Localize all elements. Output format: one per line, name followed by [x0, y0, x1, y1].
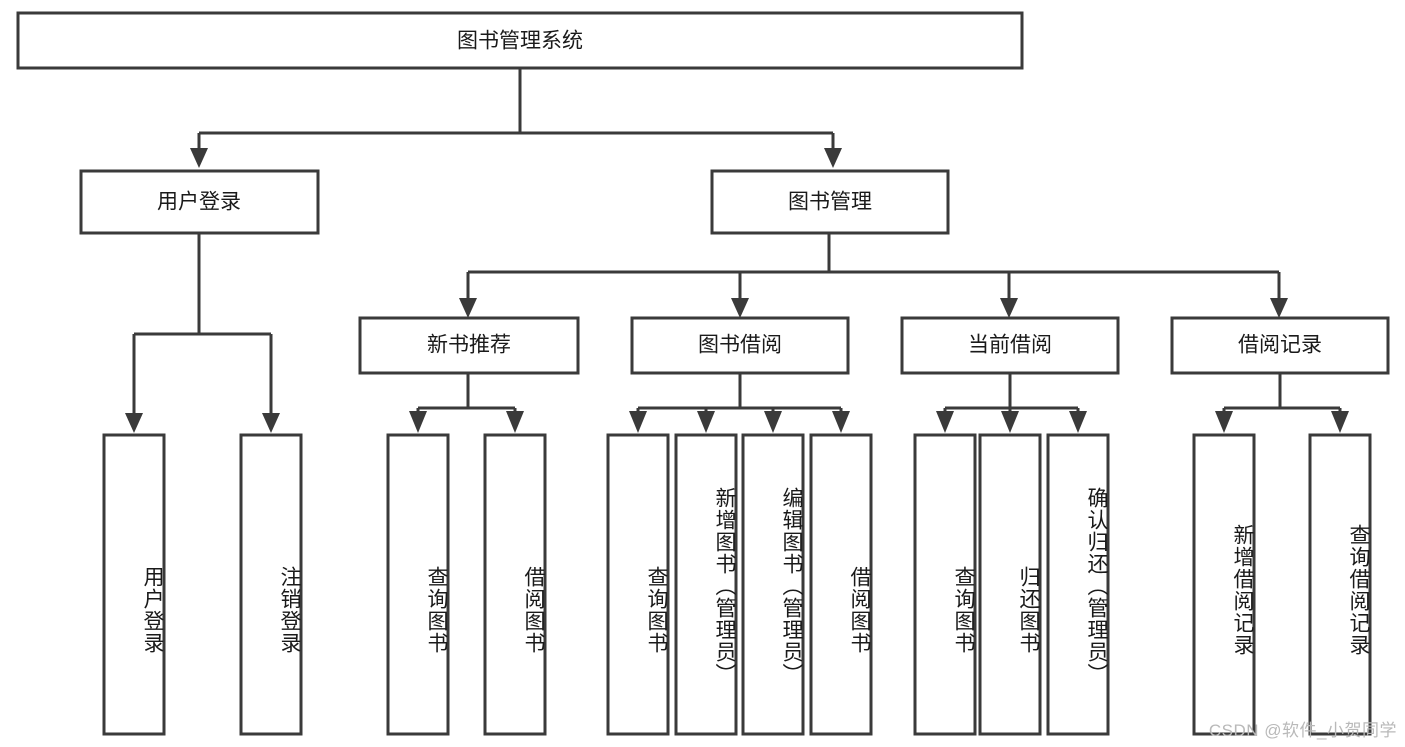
- node-book-management[interactable]: 图书管理: [710, 169, 950, 235]
- node-label-book-borrow: 图书借阅: [698, 334, 782, 357]
- node-book-borrow[interactable]: 图书借阅: [630, 316, 850, 375]
- leaf-box-add-book-admin[interactable]: [674, 433, 738, 736]
- leaf-box-borrow-book-nb[interactable]: [483, 433, 547, 736]
- leaf-box-query-borrow-record[interactable]: [1308, 433, 1372, 736]
- node-box-book-management[interactable]: [710, 169, 950, 235]
- node-user-login[interactable]: 用户登录: [79, 169, 320, 235]
- node-box-root[interactable]: [16, 11, 1024, 70]
- leaf-box-add-borrow-record[interactable]: [1192, 433, 1256, 736]
- leaf-box-query-book-nb[interactable]: [386, 433, 450, 736]
- leaf-boxes: [102, 433, 1372, 736]
- leaf-box-borrow-book-bb[interactable]: [809, 433, 873, 736]
- node-label-user-login: 用户登录: [157, 191, 241, 214]
- leaf-box-return-book[interactable]: [978, 433, 1042, 736]
- leaf-box-query-book-cb[interactable]: [913, 433, 977, 736]
- node-label-new-book-recommend: 新书推荐: [427, 334, 511, 357]
- node-box-user-login[interactable]: [79, 169, 320, 235]
- node-box-new-book-recommend[interactable]: [358, 316, 580, 375]
- node-borrow-record[interactable]: 借阅记录: [1170, 316, 1390, 375]
- node-label-current-borrow: 当前借阅: [968, 334, 1052, 357]
- leaf-box-edit-book-admin[interactable]: [741, 433, 805, 736]
- node-label-borrow-record: 借阅记录: [1238, 334, 1322, 357]
- leaf-box-query-book-bb[interactable]: [606, 433, 670, 736]
- node-box-current-borrow[interactable]: [900, 316, 1120, 375]
- connector-currentborrow-to-leaves: [936, 373, 1087, 433]
- leaf-box-confirm-return-admin[interactable]: [1046, 433, 1110, 736]
- node-box-book-borrow[interactable]: [630, 316, 850, 375]
- connector-borrowrecord-to-leaves: [1215, 373, 1349, 433]
- node-new-book-recommend[interactable]: 新书推荐: [358, 316, 580, 375]
- connector-bookmgmt-to-level3: [459, 233, 1288, 318]
- leaf-box-logout[interactable]: [239, 433, 303, 736]
- node-root-system[interactable]: 图书管理系统: [16, 11, 1024, 70]
- connector-root-to-level2: [190, 68, 842, 168]
- node-current-borrow[interactable]: 当前借阅: [900, 316, 1120, 375]
- connector-bookborrow-to-leaves: [629, 373, 850, 433]
- node-box-borrow-record[interactable]: [1170, 316, 1390, 375]
- node-label-book-management: 图书管理: [788, 191, 872, 214]
- connector-userlogin-to-leaves: [125, 233, 280, 433]
- node-label-root: 图书管理系统: [457, 30, 583, 53]
- connector-newbook-to-leaves: [409, 373, 524, 433]
- leaf-box-user-login[interactable]: [102, 433, 166, 736]
